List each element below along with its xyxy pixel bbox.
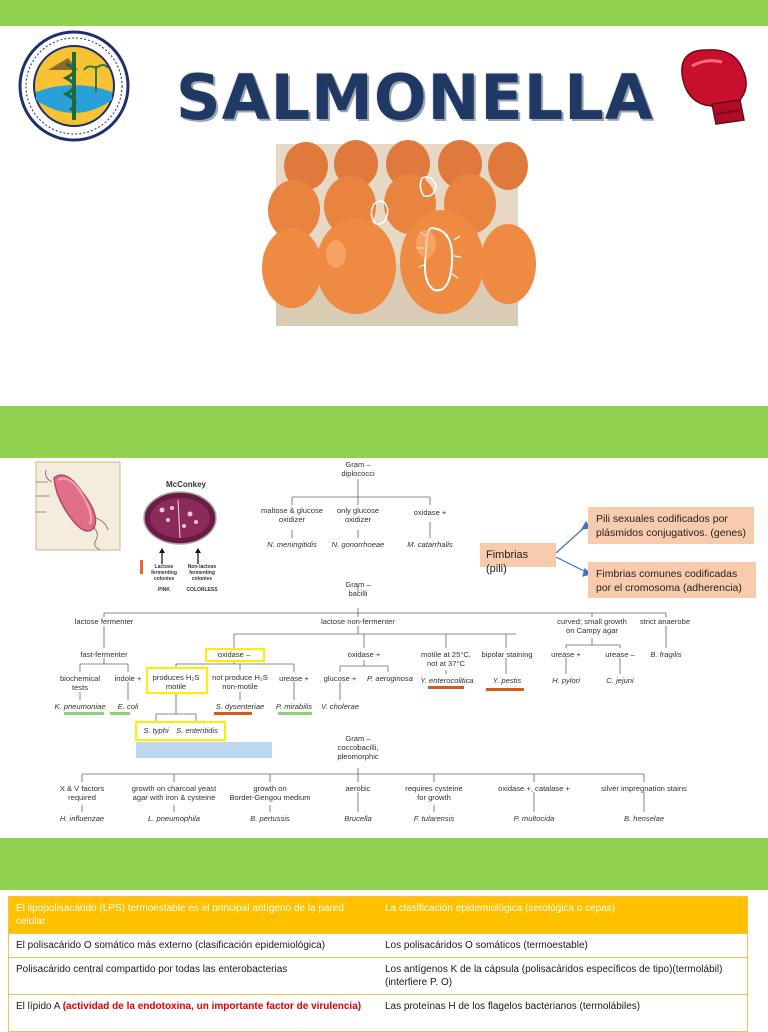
p-mirabilis-underline — [278, 712, 312, 715]
species-n-meningitidis: N. meningitidis — [267, 540, 317, 549]
bacilli-head: Gram – bacilli — [345, 580, 371, 598]
species-c-jejuni: C. jejuni — [606, 676, 634, 685]
oxidase-negative-highlight — [205, 648, 265, 662]
species-s-dysenteriae: S. dysenteriae — [215, 702, 265, 711]
diplococci-head: Gram – diplococci — [341, 460, 375, 478]
species-y-pestis: Y. pestis — [492, 676, 522, 685]
table-row: El polisacárido O somático más externo (… — [9, 933, 747, 957]
mcconkey-plate — [143, 491, 217, 545]
table-header-left: El lipopolisacárido (LPS) termoestable e… — [16, 903, 344, 927]
mcconkey-colorless: COLORLESS — [186, 587, 218, 593]
produces-h2s: produces H₂S motile — [152, 673, 200, 691]
urease-positive-2: urease + — [551, 650, 581, 659]
table-cell-left: Polisacárido central compartido por toda… — [16, 964, 288, 975]
table-cell-right: Los polisacáridos O somáticos (termoesta… — [385, 940, 588, 951]
species-v-cholerae: V. cholerae — [321, 702, 359, 711]
lactose-non-fermenter: lactose non-fermenter — [321, 617, 395, 626]
top-band — [0, 0, 768, 26]
diplococci-col-1: maltose & glucose oxidizer — [260, 506, 324, 524]
y-pestis-underline — [486, 688, 524, 691]
s-dysenteriae-underline — [214, 712, 252, 715]
species-k-pneumoniae: K. pneumoniae — [54, 702, 106, 711]
mcconkey-pink: PINK — [158, 587, 170, 593]
coccobacilli-col-5: requires cysteine for growth — [405, 784, 463, 802]
lipid-a-highlight-text: (actividad de la endotoxina, un importan… — [62, 1001, 362, 1012]
species-b-fragilis: B. fragilis — [650, 650, 682, 659]
mcconkey-pink-swatch — [140, 560, 143, 574]
mcconkey-arrows — [159, 548, 201, 564]
species-h-influenzae: H. influenzae — [59, 814, 105, 823]
table-cell-left: El polisacárido O somático más externo (… — [16, 940, 326, 951]
e-coli-underline — [110, 712, 130, 715]
diplococci-col-2: only glucose oxidizer — [336, 506, 380, 524]
biochemical-tests: biochemical tests — [59, 674, 101, 692]
boxing-glove-icon — [681, 49, 747, 125]
coccobacilli-col-1: X & V factors required — [59, 784, 105, 802]
antigen-table: El lipopolisacárido (LPS) termoestable e… — [8, 896, 748, 1032]
oxidase-positive: oxidase + — [347, 650, 381, 659]
mcconkey-title: McConkey — [165, 480, 206, 489]
table-cell-right: Las proteínas H de los flagelos bacteria… — [385, 1001, 641, 1012]
page-title: SALMONELLA — [176, 61, 654, 134]
produces-h2s-highlight — [146, 667, 208, 694]
egg-row-back — [284, 140, 528, 190]
species-n-gonorrhoeae: N. gonorrhoeae — [331, 540, 385, 549]
species-s-enteritidis: S. enteritidis — [176, 726, 218, 735]
coccobacilli-col-2: growth on charcoal yeast agar with iron … — [131, 784, 217, 802]
fimbrias-common-note: Fimbrias comunes codificadas por el crom… — [588, 562, 756, 598]
table-row: Polisacárido central compartido por toda… — [9, 957, 747, 994]
lactose-fermenter: lactose fermenter — [74, 617, 134, 626]
species-l-pneumophila: L. pneumophila — [148, 814, 200, 823]
table-cell-right: Los antígenos K de la cápsula (polisacár… — [385, 964, 723, 988]
species-p-multocida: P. multocida — [513, 814, 555, 823]
fimbrias-sexual-pili-note: Pili sexuales codificados por plásmidos … — [588, 507, 754, 544]
fimbrias-label: Fimbrias (pili) — [480, 543, 556, 575]
y-enterocolitica-underline — [428, 686, 464, 689]
salmonella-species-highlight — [135, 721, 226, 741]
curved-campy: curved; small growth on Campy agar — [557, 617, 627, 635]
species-e-coli: E. coli — [117, 702, 139, 711]
species-p-aeruginosa: P. aeruginosa — [367, 674, 413, 683]
table-cell-left: El lípido A (actividad de la endotoxina,… — [9, 995, 378, 1031]
not-produce-h2s: not produce H₂S non-motile — [212, 673, 268, 691]
species-y-enterocolitica: Y. enterocolitica — [420, 676, 474, 685]
coccobacilli-col-3: growth on Bordet-Gengou medium — [229, 784, 311, 802]
urease-negative: urease – — [605, 650, 635, 659]
mcconkey-label-left: Lactose fermenting colonies — [151, 564, 177, 582]
urease-positive-1: urease + — [279, 674, 309, 683]
species-b-pertussis: B. pertussis — [250, 814, 290, 823]
fast-fermenter: fast-fermenter — [80, 650, 128, 659]
species-s-typhi: S. typhi — [143, 726, 169, 735]
coccobacilli-head: Gram – coccobacilli, pleomorphic — [337, 734, 379, 761]
middle-band — [0, 406, 768, 458]
lipid-a-text: El lípido A — [16, 1001, 63, 1012]
species-brucella: Brucella — [344, 814, 372, 823]
indole-positive: indole + — [114, 674, 142, 683]
bipolar-staining: bipolar staining — [481, 650, 533, 659]
table-header-row: El lipopolisacárido (LPS) termoestable e… — [9, 897, 747, 933]
k-pneumoniae-underline — [64, 712, 104, 715]
species-m-catarrhalis: M. catarrhalis — [407, 540, 453, 549]
bacterium-illustration — [35, 461, 121, 551]
coccobacilli-col-7: silver impregnation stains — [601, 784, 687, 793]
strict-anaerobe: strict anaerobe — [639, 617, 691, 626]
coccobacilli-col-6: oxidase +, catalase + — [498, 784, 570, 793]
species-f-tularensis: F. tularensis — [413, 814, 455, 823]
eggs-photo — [262, 140, 536, 326]
species-b-henselae: B. henselae — [623, 814, 665, 823]
coccobacilli-col-4: aerobic — [345, 784, 371, 793]
lower-band — [0, 838, 768, 890]
oxidase-negative: oxidase – — [217, 650, 251, 659]
glucose-positive: glucose + — [323, 674, 357, 683]
diplococci-col-3: oxidase + — [413, 508, 447, 517]
species-h-pylori: H. pylori — [552, 676, 580, 685]
bile-salts-note — [136, 742, 272, 758]
motile-25c: motile at 25°C, not at 37°C — [421, 650, 471, 668]
table-header-right: La clasificación epidemiológica (serológ… — [385, 903, 616, 914]
species-p-mirabilis: P. mirabilis — [275, 702, 313, 711]
table-row: El lípido A (actividad de la endotoxina,… — [9, 994, 747, 1031]
mcconkey-label-right: Non-lactose fermenting colonies — [187, 564, 217, 582]
society-logo — [18, 30, 130, 142]
